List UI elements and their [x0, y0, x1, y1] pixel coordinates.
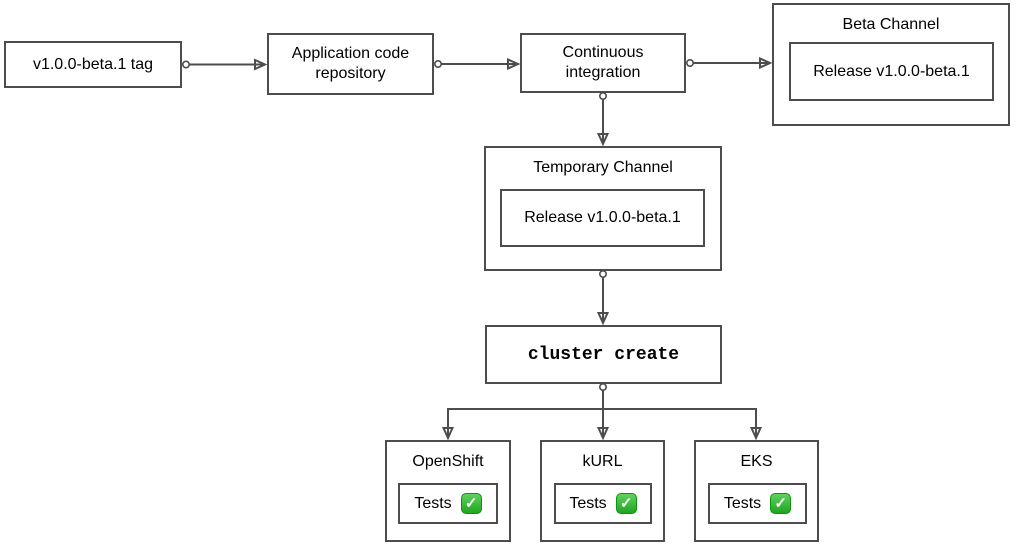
eks-tests-box: Tests ✓	[708, 483, 807, 524]
node-app-code-repository-label: Application code repository	[291, 45, 410, 82]
node-version-tag: v1.0.0-beta.1 tag	[4, 41, 182, 88]
node-openshift: OpenShift Tests ✓	[385, 440, 511, 542]
kurl-tests-box: Tests ✓	[554, 483, 652, 524]
temporary-channel-release-label: Release v1.0.0-beta.1	[524, 209, 681, 226]
check-icon: ✓	[615, 493, 637, 514]
node-cluster-create-label: cluster create	[527, 344, 680, 365]
openshift-tests-box: Tests ✓	[398, 483, 498, 524]
node-kurl: kURL Tests ✓	[540, 440, 665, 542]
openshift-tests-row: Tests ✓	[414, 493, 482, 514]
temporary-channel-release-box: Release v1.0.0-beta.1	[500, 189, 705, 247]
eks-tests-row: Tests ✓	[723, 493, 792, 514]
kurl-tests-label: Tests	[569, 494, 607, 512]
node-cluster-create: cluster create	[485, 325, 722, 384]
node-version-tag-label: v1.0.0-beta.1 tag	[32, 55, 154, 73]
node-app-code-repository: Application code repository	[267, 33, 434, 95]
node-continuous-integration-label: Continuous integration	[562, 44, 644, 81]
edge-cluster-create-to-openshift	[448, 408, 603, 438]
node-temporary-channel: Temporary Channel Release v1.0.0-beta.1	[484, 146, 722, 271]
node-beta-channel: Beta Channel Release v1.0.0-beta.1	[772, 3, 1010, 126]
beta-channel-release-box: Release v1.0.0-beta.1	[789, 42, 994, 101]
openshift-title: OpenShift	[412, 453, 484, 470]
check-icon: ✓	[770, 493, 792, 514]
check-icon: ✓	[460, 493, 482, 514]
node-eks: EKS Tests ✓	[694, 440, 819, 542]
kurl-tests-row: Tests ✓	[569, 493, 637, 514]
eks-tests-label: Tests	[723, 494, 762, 512]
node-continuous-integration: Continuous integration	[520, 33, 686, 93]
beta-channel-title: Beta Channel	[842, 16, 940, 33]
eks-title: EKS	[740, 453, 773, 470]
temporary-channel-title: Temporary Channel	[533, 159, 673, 176]
kurl-title: kURL	[582, 453, 623, 470]
openshift-tests-label: Tests	[414, 494, 452, 512]
edge-cluster-create-to-eks	[603, 408, 756, 438]
beta-channel-release-label: Release v1.0.0-beta.1	[813, 62, 970, 80]
